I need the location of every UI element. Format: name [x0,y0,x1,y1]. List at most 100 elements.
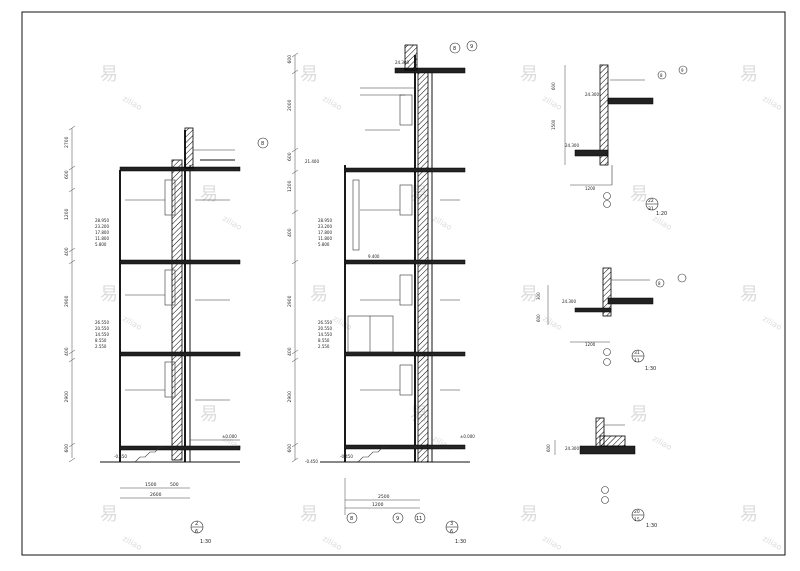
mid-dim-2: 2000 [287,99,293,111]
watermark-glyph-9: 易 [100,504,118,525]
watermark-text-12: ziliao [761,534,783,552]
left-level-a-1: 28.950 [95,218,109,223]
left-level-a-3: 17.800 [95,230,109,235]
mid-dim-7: 400 [287,347,293,356]
left-dim-6: 400 [64,347,70,356]
mid-callout-bottom: 6 [450,529,453,535]
left-dim-7: 2900 [64,391,70,403]
watermark-text-8: ziliao [761,314,783,332]
left-grid-bubble [257,137,269,149]
left-callout-top: 2 [195,521,198,527]
left-callout-bottom: 6 [195,529,198,535]
watermark-text-18: ziliao [221,214,243,232]
d2-callout-bottom: 11 [634,358,640,364]
watermark-glyph-2: 易 [300,64,318,85]
left-ground-level: -0.450 [114,454,127,459]
d2-dim-v-2: 600 [536,314,541,322]
watermark-layer: 易ziliao易ziliao易ziliao易ziliao易ziliao易zili… [100,64,783,552]
sheet-border [21,11,786,556]
watermark-glyph-5: 易 [100,284,118,305]
left-level-a-5: 5.800 [95,242,107,247]
watermark-glyph-12: 易 [740,504,758,525]
mid-level-b-1: 26.550 [318,320,332,325]
mid-level-a-4: 11.800 [318,236,332,241]
left-level-b-1: 26.550 [95,320,109,325]
mid-top-bubble-1 [449,42,461,54]
section-left: 1500 500 2600 28.950 23.200 17.800 11.80… [64,125,269,545]
watermark-text-13: ziliao [651,434,673,452]
watermark-text-10: ziliao [321,534,343,552]
mid-grid-bubble-1-label: 8 [350,516,353,522]
watermark-text-5: ziliao [121,314,143,332]
mid-level-a-3: 17.800 [318,230,332,235]
mid-dim-8: 2900 [287,391,293,403]
d1-dim-v-2: 1500 [551,119,556,130]
d3-callout-top: 20 [634,509,640,515]
mid-top-level: 24.300 [395,60,409,65]
detail-2: 300 600 1200 24.300 31 11 1:30 8 [536,267,687,372]
mid-dim-6: 2900 [287,295,293,307]
d2-bubble-1 [655,278,665,288]
d2-scale: 1:30 [645,366,656,372]
watermark-glyph-11: 易 [520,504,538,525]
watermark-glyph-13: 易 [630,404,648,425]
mid-dim-4: 1200 [287,180,293,192]
d1-bubble-1-label: 8 [660,73,663,78]
watermark-text-14: ziliao [431,434,453,452]
watermark-text-11: ziliao [541,534,563,552]
left-level-b-3: 14.550 [95,332,109,337]
watermark-text-2: ziliao [321,94,343,112]
mid-ground-level-left: -0.450 [305,459,318,464]
left-level-a-2: 23.200 [95,224,109,229]
left-dim-8: 600 [64,444,70,453]
watermark-text-7: ziliao [541,314,563,332]
left-dim-5: 2900 [64,295,70,307]
left-bottom-dim-1: 1500 [145,482,157,488]
d1-dim-v-1: 600 [551,82,556,90]
left-dim-4: 400 [64,247,70,256]
mid-level-b-5: 2.550 [318,344,330,349]
mid-scale: 1:30 [455,539,466,545]
watermark-glyph-4: 易 [740,64,758,85]
watermark-text-4: ziliao [761,94,783,112]
mid-level-a-5: 5.800 [318,242,330,247]
mid-top-bubble-2 [466,40,478,52]
d1-level-top: 24.300 [585,92,599,97]
d1-dim-h: 1200 [585,186,596,191]
watermark-glyph-8: 易 [740,284,758,305]
left-right-level: ±0.000 [222,434,237,439]
mid-grid-bubble-2-label: 9 [396,516,399,522]
mid-ground-level: -0.450 [340,454,353,459]
mid-callout-top: 3 [450,521,453,527]
d1-callout-top: 22 [648,198,654,204]
mid-level-a-1: 28.950 [318,218,332,223]
d1-callout-bottom: 31 [648,206,654,212]
left-level-b-5: 2.550 [95,344,107,349]
mid-dim-5: 400 [287,228,293,237]
left-bottom-dim-3: 2600 [150,492,162,498]
mid-level-b-2: 20.550 [318,326,332,331]
d1-scale: 1:20 [656,211,667,217]
mid-bottom-dim-2: 2500 [378,494,390,500]
left-scale: 1:30 [200,539,211,545]
watermark-glyph-10: 易 [300,504,318,525]
mid-top-bubble-1-label: 8 [453,46,456,52]
mid-grid-bubble-3-label: 11 [416,516,422,522]
d2-callout-top: 31 [634,350,640,356]
detail-3: 600 24.300 20 15 1:30 [546,417,657,529]
mid-level-b-4: 8.550 [318,338,330,343]
d1-bubble-2 [678,65,688,75]
d1-bubble-2-label: 9 [681,68,684,73]
left-bottom-dim-2: 500 [170,482,179,488]
d1-bubble-1 [657,70,667,80]
left-dim-3: 1200 [64,208,70,220]
mid-dim-1: 600 [287,55,293,64]
d2-dim-v-1: 300 [536,292,541,300]
watermark-glyph-3: 易 [520,64,538,85]
section-mid: 1200 2500 24.300 28.950 23.200 17.800 11… [287,40,478,545]
d3-dim-v: 600 [546,444,551,452]
watermark-text-1: ziliao [121,94,143,112]
mid-grid-bubble-1 [346,512,358,524]
